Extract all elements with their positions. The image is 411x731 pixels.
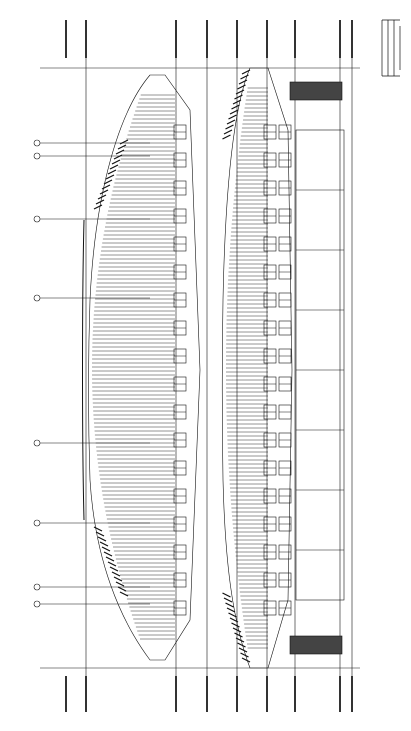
rafter [103,551,113,557]
axis-marker [33,600,41,608]
rafter [226,119,236,125]
end-post-top [289,81,343,101]
rafter [223,129,233,135]
rafter [237,84,246,90]
axis-marker [33,439,41,447]
rafter [241,69,251,75]
elevation-label-top [266,20,268,58]
rafter [235,637,245,643]
elevation-label-top [65,20,67,58]
axis-marker [33,294,41,302]
rafter [107,169,117,175]
elevation-label-top [339,20,341,58]
rafter [232,99,242,105]
rafter [111,159,121,165]
rafter [119,591,129,597]
rafter [105,556,115,562]
axis-marker [33,519,41,527]
legend [380,16,406,80]
elevation-label-top [206,20,208,58]
rafter [231,104,240,110]
elevation-label-bottom [351,676,353,712]
rafter [238,79,248,85]
elevation-label-top [351,20,353,58]
rafter [107,561,117,567]
rafter [222,592,231,598]
rafter [237,642,246,648]
elevation-label-bottom [175,676,177,712]
lower-roof-outline [221,67,293,669]
rafter [223,597,233,603]
rafter [109,566,119,572]
elevation-label-bottom [236,676,238,712]
rafter [229,617,239,623]
rafter [222,134,231,140]
rafter [117,144,127,150]
rafter [101,546,111,552]
rafter [232,627,242,633]
axis-marker [33,139,41,147]
rafter [111,571,121,577]
rafter [119,139,129,145]
rafter [105,174,115,180]
upper-roof-tiles [92,94,175,640]
elevation-label-bottom [65,676,67,712]
elevation-label-top [85,20,87,58]
rafter [93,204,103,210]
rafter [99,541,109,547]
rafter [115,149,125,155]
rafter [240,652,249,658]
rafter [234,94,243,100]
rafter [99,189,109,195]
rafter [235,89,245,95]
elevation-label-top [294,20,296,58]
rafter [97,194,107,200]
elevation-label-top [175,20,177,58]
bracket-sets [173,124,292,616]
end-post-bottom [289,635,343,655]
rafter [93,526,103,532]
rafter [113,154,123,160]
lower-roof-tiles [226,87,268,649]
eave-rafters [93,69,251,663]
rafter [95,531,105,537]
rafter [101,184,111,190]
rafter [228,612,237,618]
rafter [109,164,119,170]
rafter [226,607,236,613]
main-body [295,129,345,601]
elevation-label-top [236,20,238,58]
axis-marker [33,152,41,160]
rafter [240,74,249,80]
rafter [97,536,107,542]
rafter [225,124,234,130]
rafter [115,581,125,587]
rafter [113,576,123,582]
rafter [231,622,240,628]
elevation-labels [65,20,353,712]
elevation-label-bottom [206,676,208,712]
axis-marker [33,215,41,223]
rafter [95,199,105,205]
rafter [225,602,234,608]
axis-marker [33,583,41,591]
axis-markers [33,139,150,608]
rafter [238,647,248,653]
elevation-label-bottom [294,676,296,712]
rafter [103,179,113,185]
elevation-label-bottom [266,676,268,712]
elevation-label-bottom [85,676,87,712]
upper-roof-outline [88,74,201,661]
upper-roof-ridge [82,219,85,521]
elevation-label-bottom [339,676,341,712]
rafter [241,657,251,663]
rafter [229,109,239,115]
rafter [228,114,237,120]
rafter [117,586,127,592]
rafter [234,632,243,638]
